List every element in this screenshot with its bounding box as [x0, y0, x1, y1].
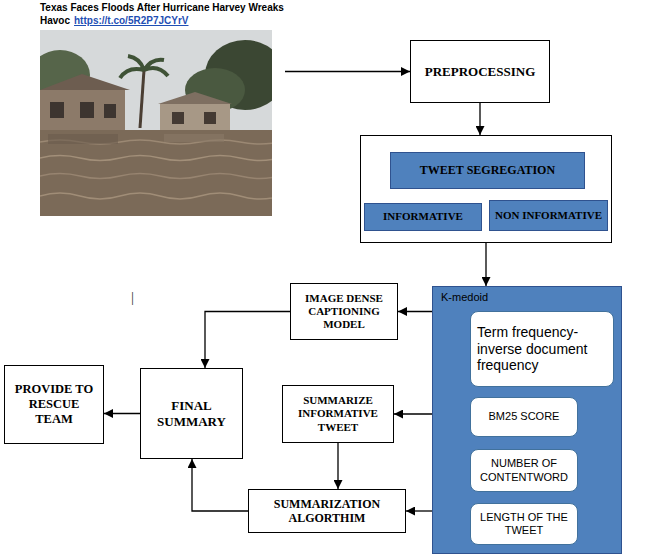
flow-arrow: [205, 312, 290, 369]
node-label: SUMMARIZE INFORMATIVE TWEET: [287, 394, 389, 434]
node-body: TWEET SEGREGATION: [394, 163, 581, 177]
node-label: INFORMATIVE: [368, 210, 478, 223]
flow-arrow: [406, 510, 432, 511]
process-box: SUMMARIZE INFORMATIVE TWEET: [282, 385, 394, 443]
node-label: TWEET SEGREGATION: [394, 163, 581, 177]
method-panel: Term frequency-inverse document frequenc…: [432, 286, 622, 554]
node-body: BM25 SCORE: [477, 410, 571, 423]
node-body: FINAL SUMMARY: [145, 398, 238, 429]
node-label: K-medoid: [441, 291, 613, 304]
node-body: PREPROCESSING: [415, 64, 545, 80]
output-box: FINAL SUMMARY: [140, 368, 243, 459]
flow-arrow: [285, 71, 410, 72]
node-label: IMAGE DENSE CAPTIONING MODEL: [295, 292, 393, 332]
flow-arrow: [192, 459, 248, 511]
node-body: K-medoid: [441, 291, 613, 304]
tweet-image: Texas Faces Floods After Hurricane Harve…: [40, 2, 285, 216]
node-body: LENGTH OF THE TWEET: [477, 511, 571, 537]
node-label: NON INFORMATIVE: [493, 209, 604, 222]
flood-photo: [40, 30, 272, 216]
feature-box: Term frequency-inverse document frequenc…: [470, 311, 614, 387]
feature-box: BM25 SCORE: [470, 397, 578, 437]
node-body: PROVIDE TO RESCUE TEAM: [9, 382, 99, 427]
flow-arrow: [104, 413, 140, 414]
process-box: IMAGE DENSE CAPTIONING MODEL: [290, 283, 398, 340]
node-label: Term frequency-inverse document frequenc…: [477, 324, 607, 374]
node-body: NON INFORMATIVE: [493, 209, 604, 222]
process-box: PREPROCESSING: [410, 40, 550, 103]
node-body: Term frequency-inverse document frequenc…: [477, 324, 607, 374]
node-label: FINAL SUMMARY: [145, 398, 238, 429]
process-box: TWEET SEGREGATION: [390, 152, 585, 189]
node-label: PROVIDE TO RESCUE TEAM: [9, 382, 99, 427]
process-box: SUMMARIZATION ALGORTHIM: [248, 489, 406, 533]
node-label: BM25 SCORE: [477, 410, 571, 423]
flow-arrow: [398, 311, 432, 312]
node-body: SUMMARIZE INFORMATIVE TWEET: [287, 394, 389, 434]
feature-box: NUMBER OF CONTENTWORD: [470, 449, 578, 492]
flow-arrow: [337, 443, 338, 489]
flow-arrow: [485, 243, 486, 286]
node-body: Texas Faces Floods After Hurricane Harve…: [40, 2, 285, 27]
node-body: SUMMARIZATION ALGORTHIM: [253, 497, 401, 526]
flow-arrow: [479, 103, 480, 135]
class-box: NON INFORMATIVE: [489, 200, 608, 231]
node-label: LENGTH OF THE TWEET: [477, 511, 571, 537]
class-box: INFORMATIVE: [364, 203, 482, 231]
node-body: IMAGE DENSE CAPTIONING MODEL: [295, 292, 393, 332]
node-body: NUMBER OF CONTENTWORD: [477, 457, 571, 483]
flow-arrow: [394, 413, 432, 414]
node-label: SUMMARIZATION ALGORTHIM: [253, 497, 401, 526]
terminal-box: PROVIDE TO RESCUE TEAM: [4, 365, 104, 444]
tweet-link: https://t.co/5R2P7JCYrV: [74, 15, 188, 26]
node-label: PREPROCESSING: [415, 64, 545, 80]
group-box: TWEET SEGREGATION INFORMATIVE NON INFORMAT…: [360, 135, 612, 243]
node-label: NUMBER OF CONTENTWORD: [477, 457, 571, 483]
node-body: INFORMATIVE: [368, 210, 478, 223]
feature-box: LENGTH OF THE TWEET: [470, 503, 578, 545]
stray-mark: |: [131, 289, 134, 306]
